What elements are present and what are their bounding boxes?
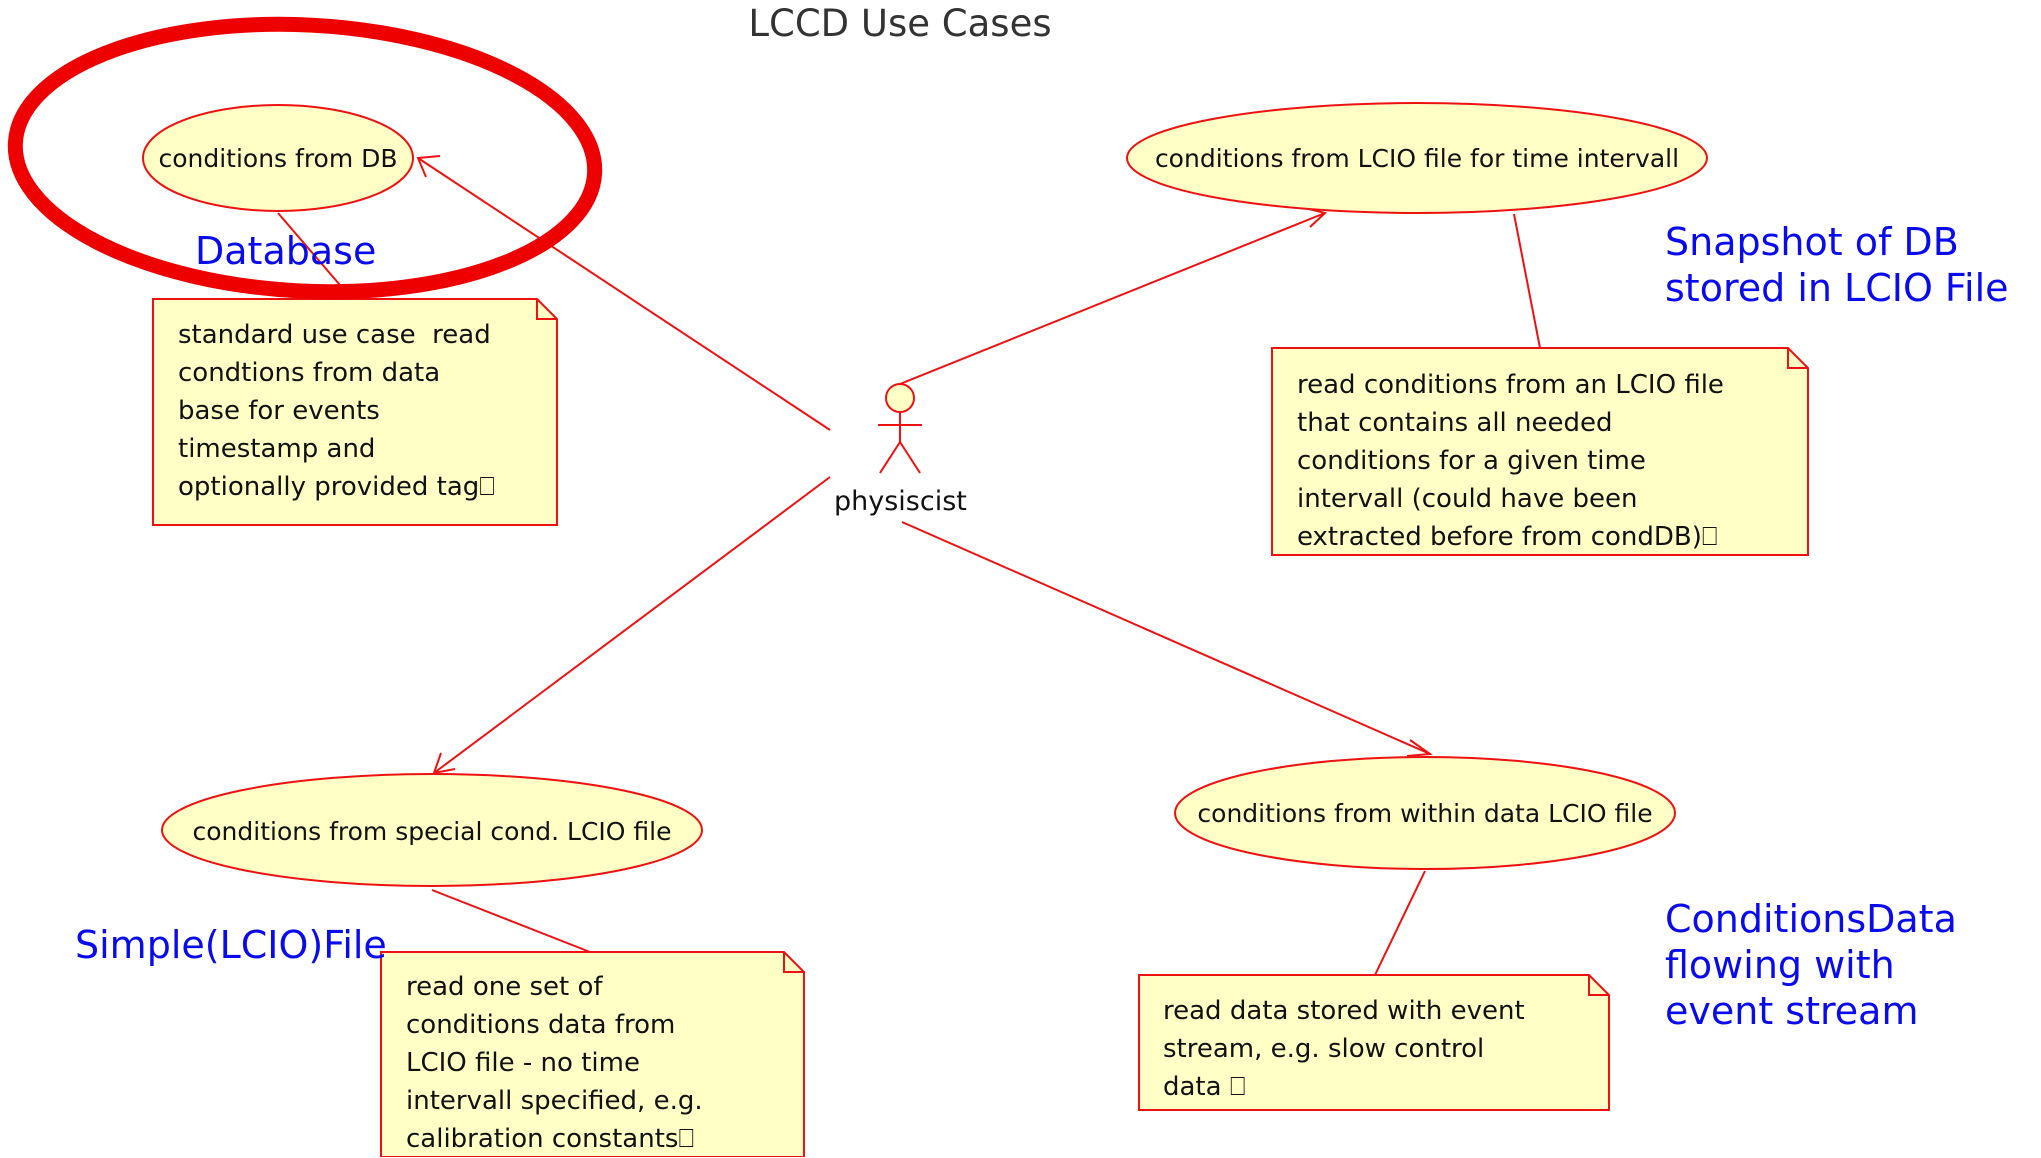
association-lcio-time: [899, 212, 1326, 385]
note-lcio-time-fold: [1787, 348, 1808, 369]
note-within-text: read data stored with event stream, e.g.…: [1163, 996, 1525, 1102]
note-special-text: read one set of conditions data from LCI…: [406, 972, 703, 1154]
actor-figure: [878, 383, 922, 474]
arrowhead-within: [1406, 739, 1433, 757]
use-case-lcio-time-ellipse: [1126, 102, 1708, 214]
arrowhead-special: [432, 752, 456, 775]
note-lcio-time-text: read conditions from an LCIO file that c…: [1297, 370, 1724, 552]
note-lcio-time-box: [1271, 347, 1809, 556]
note-connector-special: [431, 889, 591, 953]
note-within-fold: [1588, 975, 1609, 996]
annotation-simple: Simple(LCIO)File: [75, 923, 387, 967]
use-case-db-label: conditions from DB: [158, 143, 398, 173]
actor-head: [885, 383, 915, 413]
annotation-snapshot: Snapshot of DB stored in LCIO File: [1665, 220, 2009, 310]
highlight-circle: [7, 16, 603, 300]
use-case-special-label: conditions from special cond. LCIO file: [192, 816, 672, 846]
note-special-box: [380, 951, 805, 1157]
diagram-title: LCCD Use Cases: [748, 2, 1052, 45]
note-connector-lcio-time: [1513, 213, 1541, 349]
note-special-fold: [783, 952, 804, 973]
annotation-database: Database: [195, 229, 377, 273]
association-special: [433, 476, 831, 774]
note-db-box: [152, 298, 558, 526]
use-case-special-ellipse: [161, 773, 703, 887]
actor-leg-right: [899, 441, 921, 474]
actor-label: physiscist: [834, 486, 967, 517]
note-connector-within: [1374, 870, 1426, 976]
note-within-box: [1138, 974, 1610, 1111]
use-case-within-ellipse: [1174, 756, 1676, 870]
use-case-db-ellipse: [142, 104, 414, 212]
association-db: [417, 157, 831, 431]
use-case-lcio-time-label: conditions from LCIO file for time inter…: [1154, 143, 1680, 173]
note-db-fold: [536, 299, 557, 320]
annotation-conditions-data: ConditionsData flowing with event stream: [1665, 897, 1957, 1033]
use-case-within-label: conditions from within data LCIO file: [1197, 798, 1653, 828]
association-within: [901, 521, 1431, 755]
arrowhead-db: [416, 155, 441, 178]
actor-leg-left: [879, 441, 901, 474]
note-db-text: standard use case read condtions from da…: [178, 320, 495, 502]
